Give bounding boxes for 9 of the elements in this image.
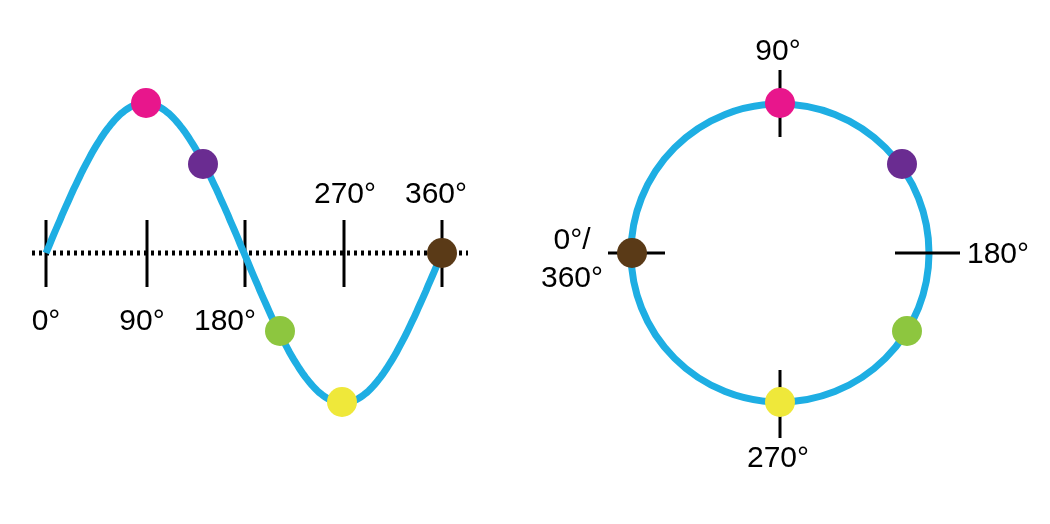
angle-label: 90°	[755, 32, 801, 68]
angle-label: 90°	[119, 302, 165, 338]
angle-label: 270°	[313, 175, 377, 211]
angle-label: 180°	[193, 302, 257, 338]
angle-label: 270°	[746, 439, 810, 475]
angle-label: 0°	[31, 302, 61, 338]
angle-label: 0°/ 360°	[539, 221, 605, 295]
angle-label: 180°	[966, 235, 1030, 271]
angle-label: 360°	[404, 175, 468, 211]
